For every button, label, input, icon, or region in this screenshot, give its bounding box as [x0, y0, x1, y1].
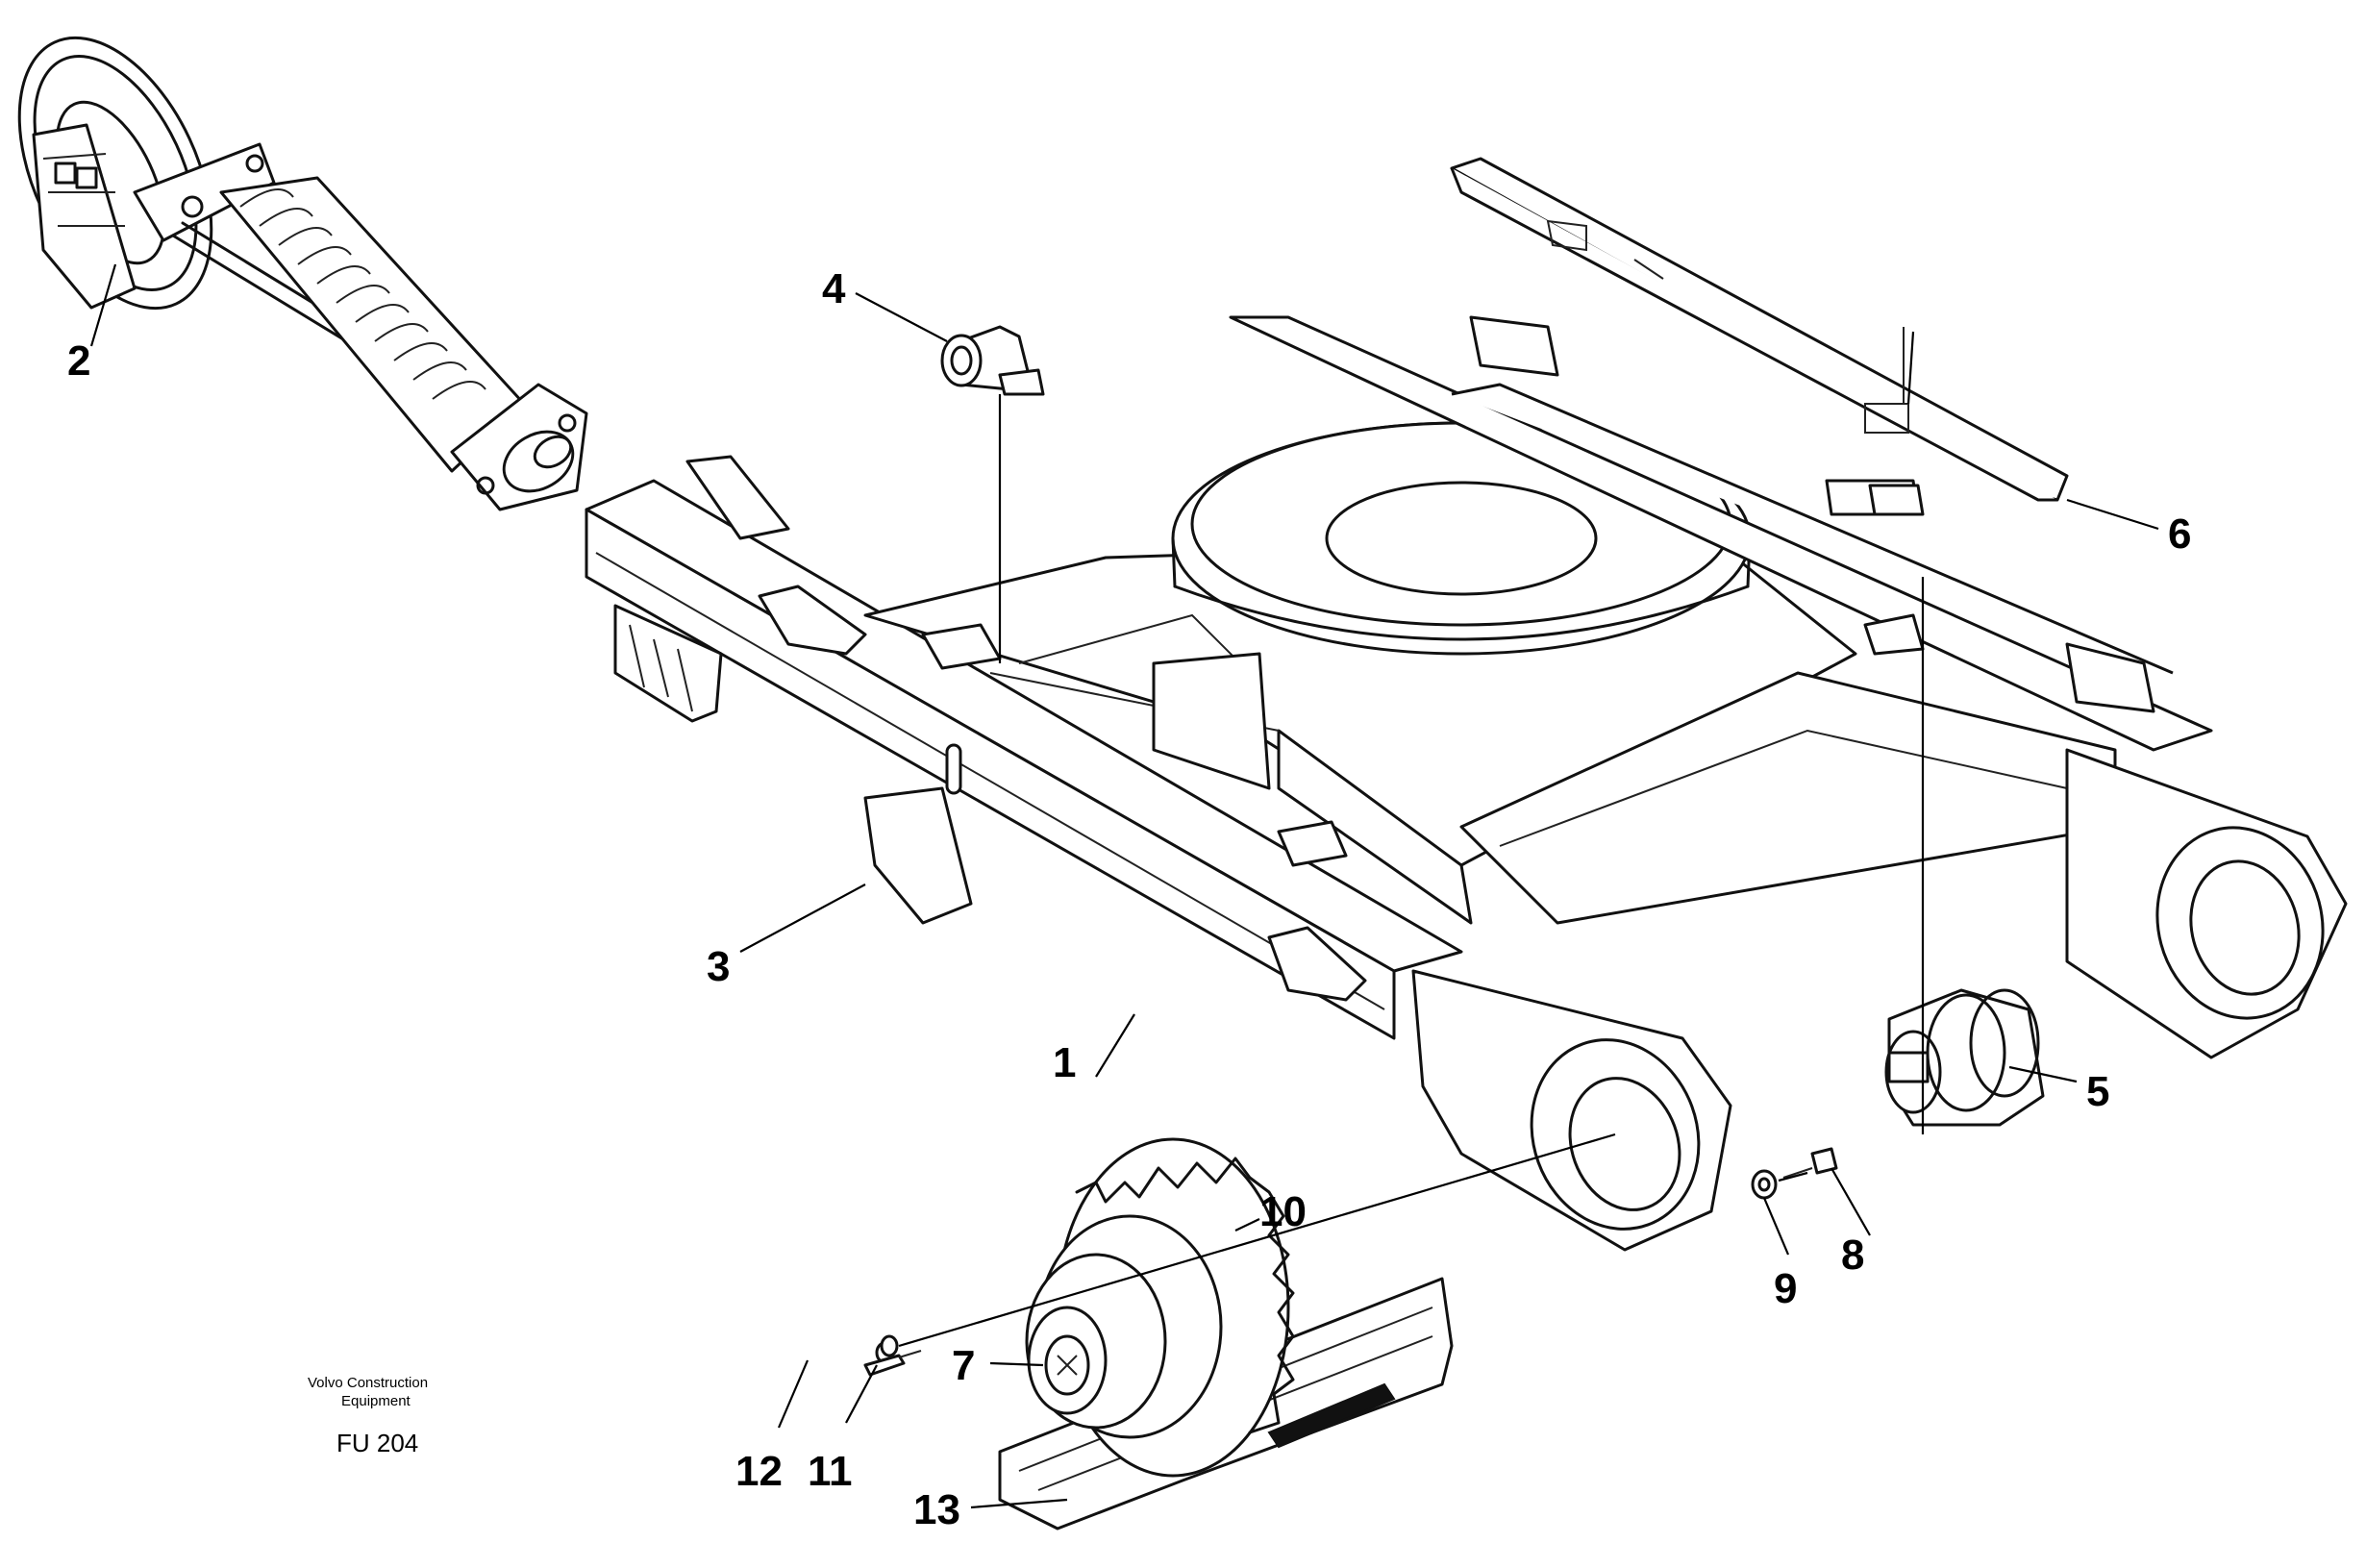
final-drive-assembly: [998, 1137, 1454, 1531]
callout-9: 9: [1774, 1265, 1797, 1312]
callout-4: 4: [822, 265, 846, 312]
track-roller-bottom: [1884, 988, 2045, 1127]
drawing-code: FU 204: [336, 1429, 418, 1457]
tension-spring: [219, 176, 526, 473]
callout-8: 8: [1841, 1232, 1864, 1279]
credit-line-2: Equipment: [341, 1393, 411, 1409]
leader-lines: [89, 263, 2159, 1509]
callout-1: 1: [1053, 1039, 1076, 1086]
callout-12: 12: [735, 1448, 783, 1495]
callout-5: 5: [2086, 1068, 2109, 1115]
callout-2: 2: [67, 337, 90, 385]
credit-block: Volvo Construction Equipment FU 204: [308, 1375, 428, 1457]
callout-10: 10: [1259, 1188, 1307, 1235]
callout-13: 13: [913, 1486, 960, 1533]
callouts: 1 2 3 4 5 6 7 8 9 10 11 12 13: [67, 265, 2191, 1533]
callout-11: 11: [808, 1448, 853, 1495]
callout-7: 7: [952, 1342, 975, 1389]
carrier-roller-top: [940, 325, 1045, 396]
guard-plate: [1450, 157, 2069, 516]
undercarriage-frame: [585, 315, 2348, 1252]
bolt-washer-small: [1751, 1147, 1838, 1200]
credit-line-1: Volvo Construction: [308, 1375, 428, 1391]
callout-3: 3: [707, 943, 730, 990]
idler-spring-assembly: [17, 36, 588, 511]
callout-6: 6: [2168, 510, 2191, 558]
